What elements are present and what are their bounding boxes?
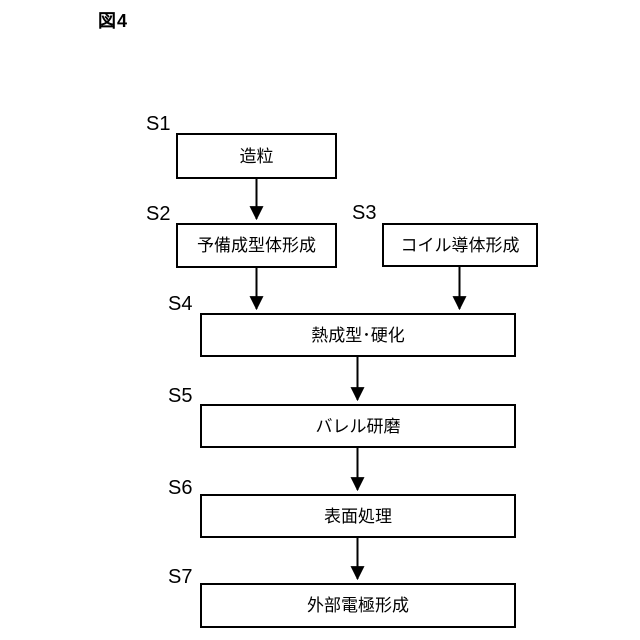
process-box-s5: バレル研磨 — [200, 404, 516, 448]
process-box-s3: コイル導体形成 — [382, 223, 538, 267]
step-label-s1: S1 — [146, 113, 171, 135]
process-box-s2-text: 予備成型体形成 — [197, 236, 316, 255]
figure-title: 図4 — [98, 11, 129, 31]
step-label-s4: S4 — [168, 293, 193, 315]
step-label-s5: S5 — [168, 385, 193, 407]
process-box-s6: 表面処理 — [200, 494, 516, 538]
process-box-s4-text: 熱成型･硬化 — [311, 325, 405, 345]
process-box-s6-text: 表面処理 — [324, 506, 392, 526]
process-box-s7: 外部電極形成 — [200, 583, 516, 628]
step-label-s3: S3 — [352, 202, 377, 224]
process-box-s4: 熱成型･硬化 — [200, 313, 516, 357]
step-label-s7: S7 — [168, 566, 193, 588]
process-box-s3-text: コイル導体形成 — [400, 235, 520, 255]
process-box-s5-text: バレル研磨 — [315, 416, 401, 436]
step-label-s2: S2 — [146, 203, 171, 225]
step-label-s6: S6 — [168, 477, 193, 499]
process-box-s1: 造粒 — [176, 133, 337, 179]
process-box-s7-text: 外部電極形成 — [307, 596, 409, 615]
process-box-s2: 予備成型体形成 — [176, 223, 337, 268]
process-box-s1-text: 造粒 — [239, 146, 274, 166]
